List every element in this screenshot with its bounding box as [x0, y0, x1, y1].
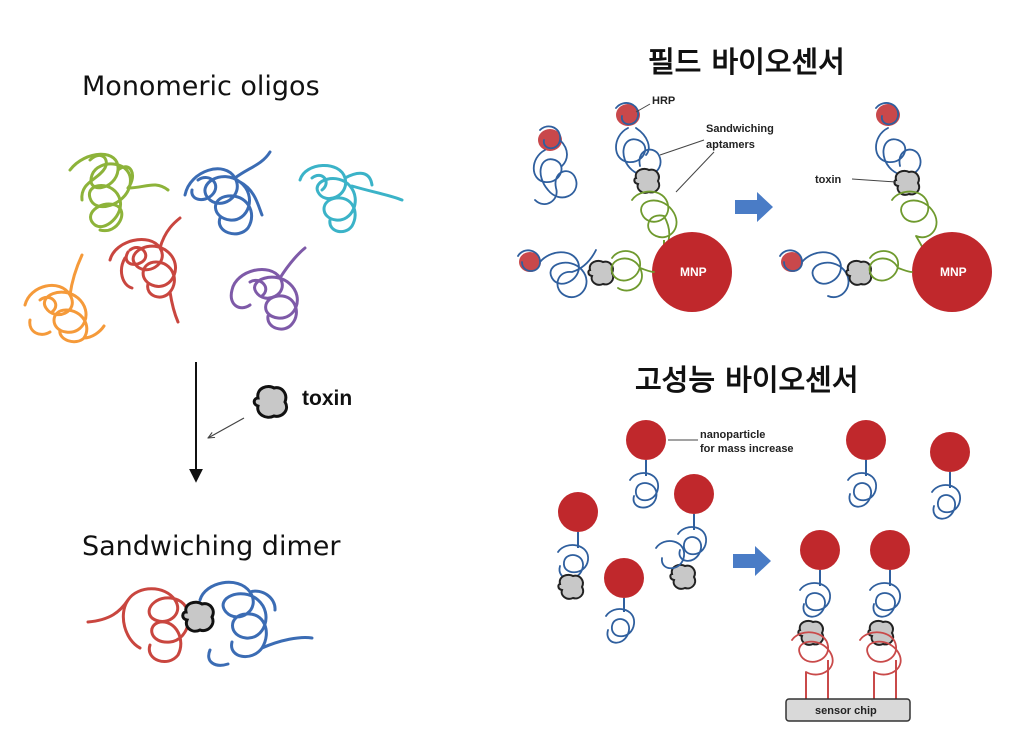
hrp-aptamer-stack: [615, 102, 678, 255]
purple-oligo-coil: [229, 246, 307, 331]
green-oligo-coil: [68, 152, 170, 233]
sandwiching-dimer-label: Sandwiching dimer: [82, 531, 341, 562]
aptamer-hrp-free: [532, 125, 578, 205]
toxin-particle: [252, 384, 289, 419]
nanoparticle-label-2: for mass increase: [700, 443, 794, 455]
toxin-small-label: toxin: [815, 174, 842, 186]
high-performance-biosensor-title: 고성능 바이오센서: [635, 363, 859, 397]
sandwich-pointer-2: [675, 151, 715, 193]
sandwiching-aptamers-label-2: aptamers: [706, 139, 755, 151]
free-nanoparticle-aptamers-right: [846, 420, 970, 520]
sandwich-dimer: [86, 580, 314, 667]
sandwich-pointer-1: [659, 139, 705, 156]
mnp-particle: [652, 232, 732, 312]
monomeric-oligos-label: Monomeric oligos: [82, 71, 320, 102]
red-oligo-coil: [108, 216, 182, 324]
chip-bound-aptamers: [791, 530, 910, 700]
nanoparticle-aptamers-left: [557, 420, 714, 644]
hrp-label: HRP: [652, 95, 675, 107]
mnp-particle-right: [912, 232, 992, 312]
hrp-pointer: [635, 103, 651, 113]
high-process-arrow: [733, 546, 771, 576]
orange-oligo-coil: [23, 253, 106, 344]
field-process-arrow: [735, 192, 773, 222]
field-biosensor-title: 필드 바이오센서: [648, 45, 845, 79]
bound-aptamer-row: [517, 249, 655, 299]
toxin-label: toxin: [302, 387, 352, 410]
nanoparticle-label-1: nanoparticle: [700, 429, 765, 441]
sensor-chip: [785, 698, 911, 722]
mnp-label: MNP: [680, 265, 707, 279]
mnp-label-right: MNP: [940, 265, 967, 279]
blue-oligo-coil: [183, 150, 272, 236]
sensor-chip-label: sensor chip: [815, 705, 877, 717]
assembled-field-complex: [875, 102, 938, 256]
bound-aptamer-row-right: [779, 249, 913, 299]
toxin-small-pointer: [851, 178, 897, 183]
sandwiching-aptamers-label-1: Sandwiching: [706, 123, 774, 135]
toxin-pointer-arrow: [208, 417, 245, 438]
cyan-oligo-coil: [298, 164, 404, 234]
